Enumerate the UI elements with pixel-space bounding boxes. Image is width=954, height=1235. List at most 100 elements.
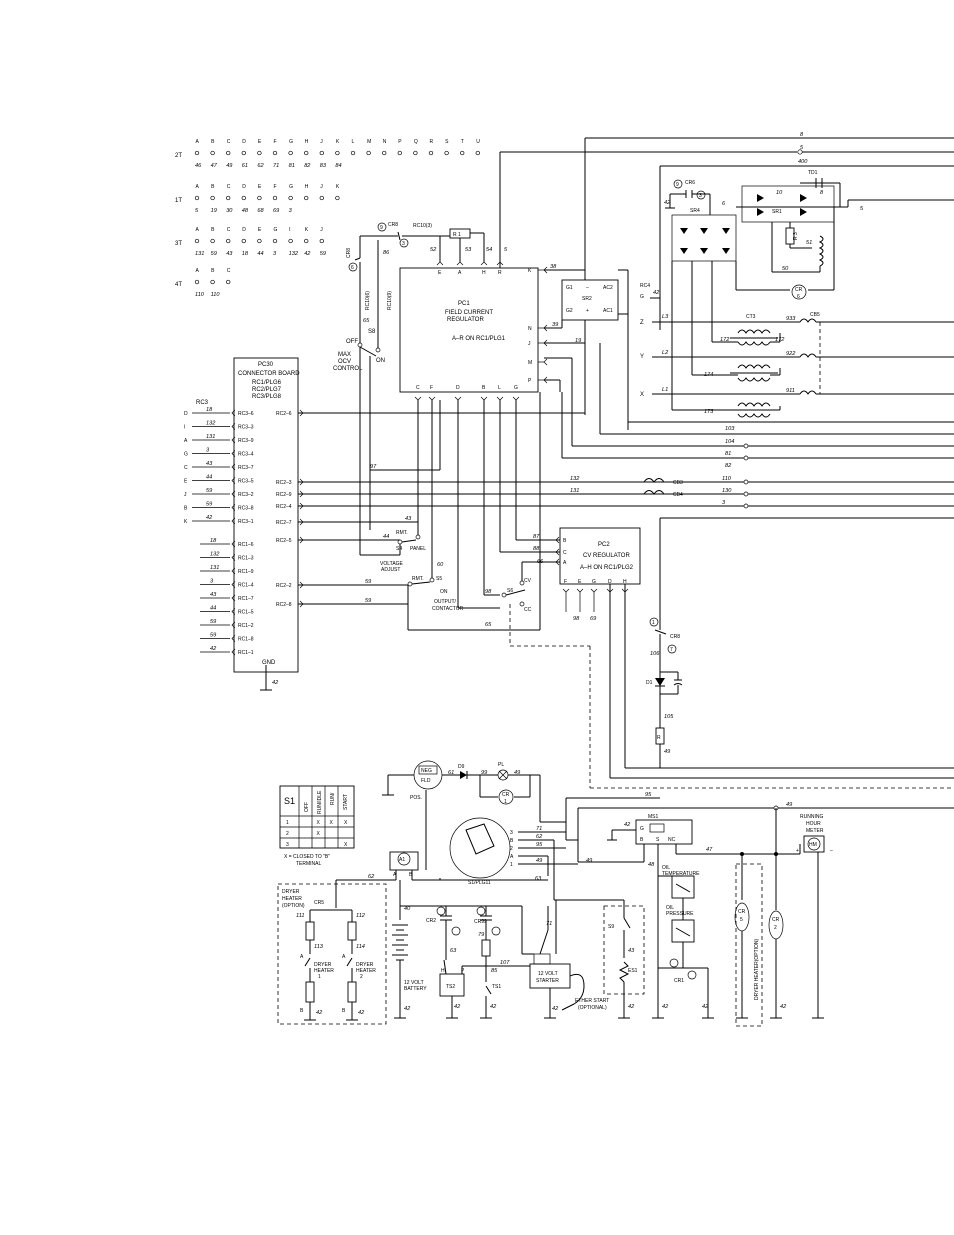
pc1-top-pin: E <box>438 270 442 276</box>
s1-title: S1 <box>284 796 295 806</box>
rc3-pin: RC3–6 <box>238 411 254 417</box>
pin-wire-number: 48 <box>242 208 249 214</box>
wire-label: 69 <box>590 616 596 622</box>
pin-socket <box>335 150 340 156</box>
pin-letter: A <box>196 268 200 274</box>
phase-z: Z <box>640 320 644 326</box>
d1-label: D1 <box>646 680 653 686</box>
pin-socket <box>382 150 387 156</box>
cr1-coil-num: 1 <box>504 799 507 805</box>
s5-rmt: RMT. <box>412 576 424 582</box>
ts2-p: P <box>461 968 465 974</box>
wire-label: 42 <box>624 822 631 828</box>
max-ocv-line2: OCV <box>338 359 351 365</box>
ether-line2: (OPTIONAL) <box>578 1005 607 1011</box>
pin-wire-number: 81 <box>289 163 295 169</box>
pin-wire-number: 82 <box>304 163 311 169</box>
cr5-contact: CR5 <box>314 900 324 906</box>
rc2-pin: RC2–9 <box>276 492 292 498</box>
pin-socket <box>288 195 293 201</box>
pin-wire-number: 110 <box>211 292 221 298</box>
pin-chevron <box>231 594 236 602</box>
rc4-g: G <box>640 294 644 300</box>
s1-col-start: START <box>343 794 349 810</box>
pin-socket <box>428 150 434 156</box>
cr8-lower-ref: CR8 <box>670 634 680 640</box>
cr5-coil-num: 5 <box>740 917 743 923</box>
pc30-connector-board: PC30 CONNECTOR BOARD RC1/PLG6 RC2/PLG7 R… <box>184 357 304 691</box>
pin-letter: K <box>305 227 309 233</box>
wire-label: L1 <box>662 387 668 393</box>
wire-label: 59 <box>365 579 371 585</box>
wire-label: 43 <box>628 948 635 954</box>
pin-socket <box>241 195 246 201</box>
wire-label: 42 <box>653 290 660 296</box>
s1-col-off: OFF <box>304 802 310 812</box>
max-ocv-line1: MAX <box>338 352 351 358</box>
pin-chevron <box>231 621 236 629</box>
max-ocv-line3: CONTROL <box>333 366 363 372</box>
wire-label: 44 <box>383 534 389 540</box>
pin-chevron <box>480 396 488 401</box>
rc3-wire: 59 <box>206 502 212 508</box>
rc3-pin: RC3–1 <box>238 519 254 525</box>
wire-label: 400 <box>798 159 808 165</box>
rc1-pin: RC1–5 <box>238 610 254 616</box>
pin-chevron <box>512 396 520 401</box>
wire-label: 112 <box>356 913 366 919</box>
pin-letter: H <box>305 139 309 145</box>
rc3-wire: 18 <box>206 407 213 413</box>
s5-oc1: OUTPUT/ <box>434 599 457 605</box>
battery-line2: BATTERY <box>404 986 427 992</box>
wire-label: 111 <box>296 913 305 919</box>
a1-b: B <box>409 872 413 878</box>
pc1-right-pin: N <box>528 326 532 332</box>
pin-socket <box>226 238 231 244</box>
cr8-number: 9 <box>380 225 383 231</box>
pin-chevron <box>496 396 504 401</box>
pc2-line2: A–H ON RC1/PLG2 <box>580 565 634 571</box>
sr2-rectifier: G1 – AC2 SR2 G2 + AC1 38 39 19 <box>544 264 629 430</box>
pin-socket <box>304 150 309 156</box>
pin-chevron <box>555 558 560 566</box>
pin-wire-number: 62 <box>257 163 264 169</box>
wire-label: 40 <box>404 906 411 912</box>
wire-label: 39 <box>552 322 558 328</box>
s5-on: ON <box>440 589 448 595</box>
wire-label: 49 <box>664 749 670 755</box>
pin-letter: B <box>211 268 215 274</box>
connector-label: 2T <box>175 153 182 159</box>
pin-wire-number: 59 <box>211 251 217 257</box>
wire-label: 53 <box>465 247 472 253</box>
wire-label: 6 <box>722 201 726 207</box>
pc1-top-pin: R <box>498 270 502 276</box>
s1-note2: TERMINAL <box>296 861 322 867</box>
pin-wire-number: 43 <box>226 251 233 257</box>
ms1-b: B <box>640 837 644 843</box>
pin-chevron <box>231 540 236 548</box>
pin-chevron <box>590 588 598 593</box>
rc1-pin: RC1–6 <box>238 542 254 548</box>
pin-socket <box>397 150 402 156</box>
rc3-letter: G <box>184 452 188 458</box>
wire-label: 43 <box>405 516 412 522</box>
wire-label: 49 <box>586 858 592 864</box>
pin-socket <box>335 195 340 201</box>
s1-row-number: 2 <box>286 831 289 837</box>
pin-socket <box>226 195 231 201</box>
wire-label: 5 <box>860 206 864 212</box>
pc1-field-current-regulator: PC1 FIELD CURRENT REGULATOR A–R ON RC1/P… <box>399 261 548 401</box>
rc2-pin: RC2–7 <box>276 520 292 526</box>
cr6-label: CR6 <box>685 180 695 186</box>
cr1-contact: CR1 <box>674 978 684 984</box>
pc1-right-pin: K <box>528 268 532 274</box>
pin-socket <box>272 238 278 244</box>
wire-label: 42 <box>780 1004 787 1010</box>
dryer-title1: DRYER <box>282 889 300 895</box>
pc1-bottom-pin: G <box>514 385 518 391</box>
connector-label: 1T <box>175 198 182 204</box>
wire-label: 98 <box>485 589 492 595</box>
wire-label: 172 <box>720 337 730 343</box>
